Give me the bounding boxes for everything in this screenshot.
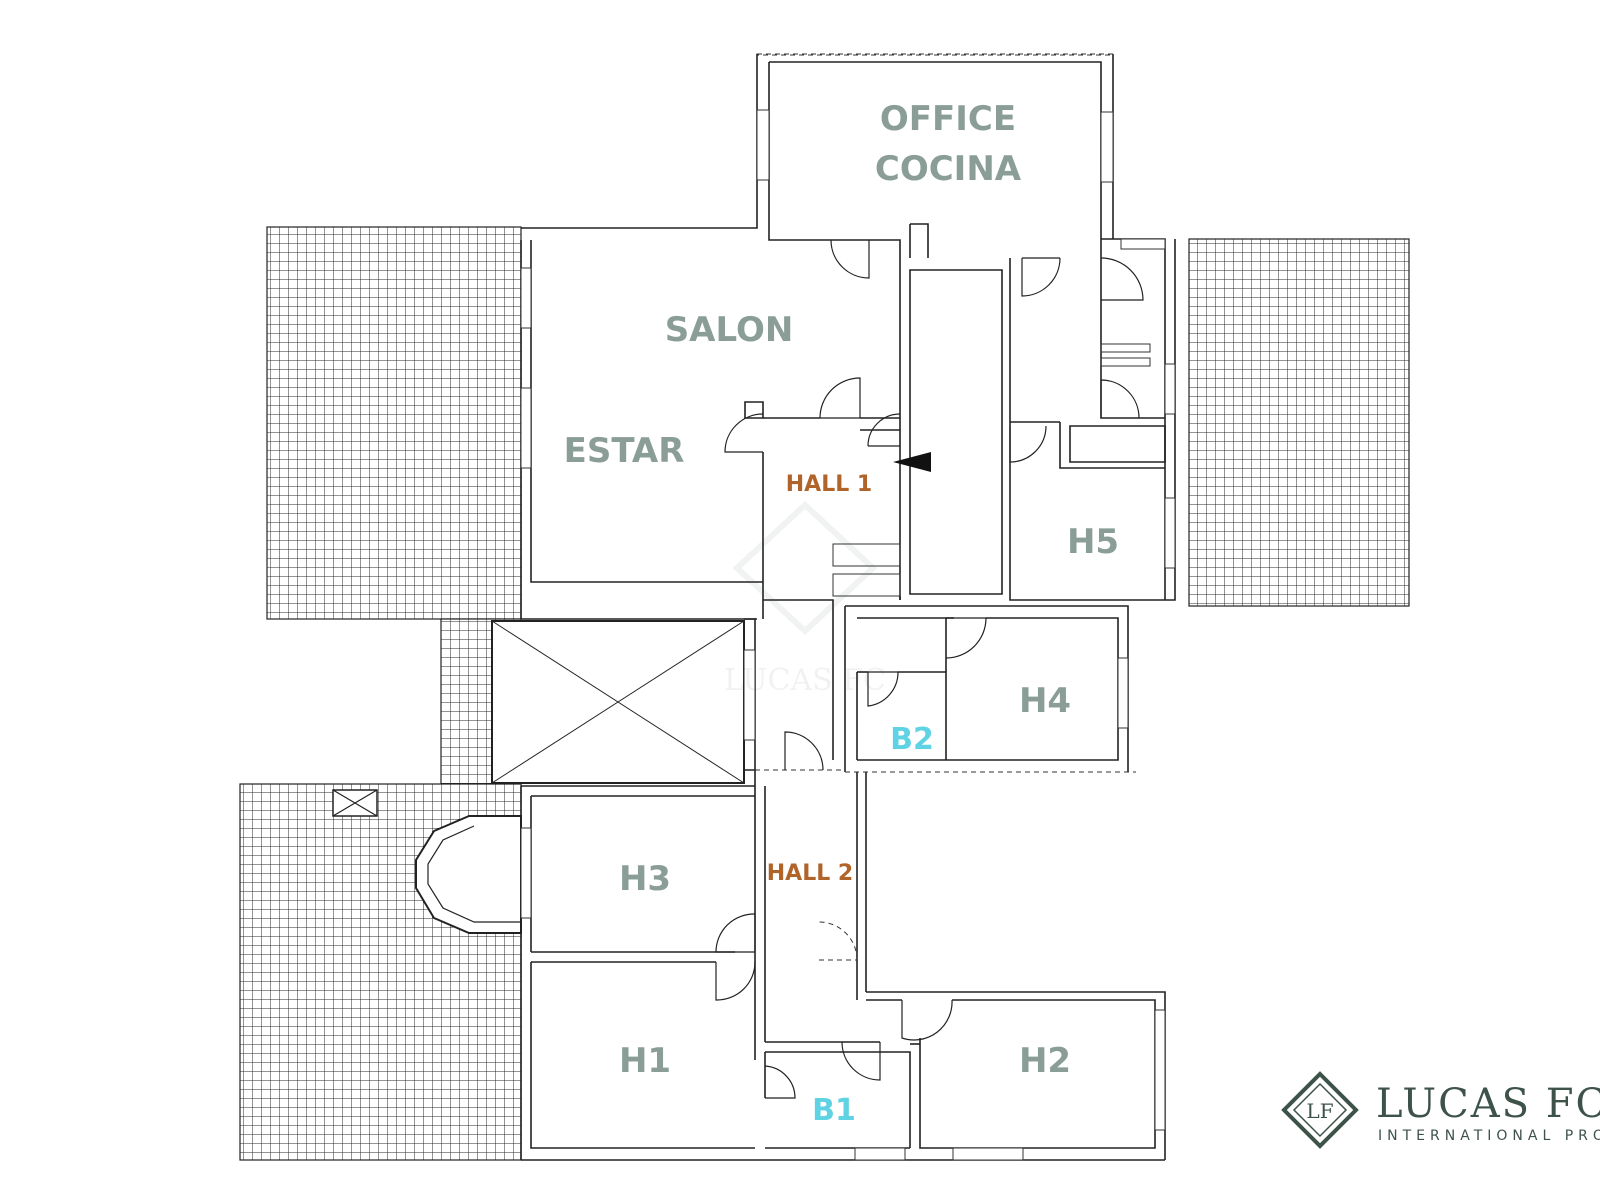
hall1-walls xyxy=(744,401,901,760)
label-hall2: HALL 2 xyxy=(767,861,853,886)
stair-void xyxy=(491,618,756,784)
label-b2: B2 xyxy=(890,722,934,757)
label-office: OFFICE xyxy=(880,99,1016,139)
brand-name: LUCAS FC xyxy=(1376,1081,1600,1127)
label-salon: SALON xyxy=(665,310,794,350)
b2-h4-block xyxy=(844,605,1136,773)
label-h3: H3 xyxy=(619,859,671,899)
bedroom-wing-walls xyxy=(520,769,1166,1161)
bay-window-octagon xyxy=(415,815,522,934)
label-h4: H4 xyxy=(1019,681,1071,721)
label-estar: ESTAR xyxy=(564,431,685,471)
terrace-right xyxy=(1188,238,1410,607)
doors xyxy=(715,239,1144,1099)
watermark-text: LUCAS FC xyxy=(724,663,886,698)
house-walls xyxy=(520,223,1176,620)
vent-square xyxy=(332,789,378,817)
watermark: LUCAS FC xyxy=(724,500,886,698)
label-h1: H1 xyxy=(619,1041,671,1081)
lucas-fox-logo-icon: LF xyxy=(1281,1071,1359,1149)
label-cocina: COCINA xyxy=(875,149,1022,189)
logo-monogram: LF xyxy=(1306,1099,1333,1123)
label-h5: H5 xyxy=(1067,522,1119,562)
terrace-left-upper xyxy=(266,226,522,785)
entrance-arrow-icon xyxy=(893,452,931,472)
label-b1: B1 xyxy=(812,1093,856,1128)
brand-tagline: INTERNATIONAL PROPER xyxy=(1378,1128,1600,1144)
label-h2: H2 xyxy=(1019,1041,1071,1081)
label-hall1: HALL 1 xyxy=(786,472,872,497)
office-cocina-room xyxy=(521,53,1114,286)
